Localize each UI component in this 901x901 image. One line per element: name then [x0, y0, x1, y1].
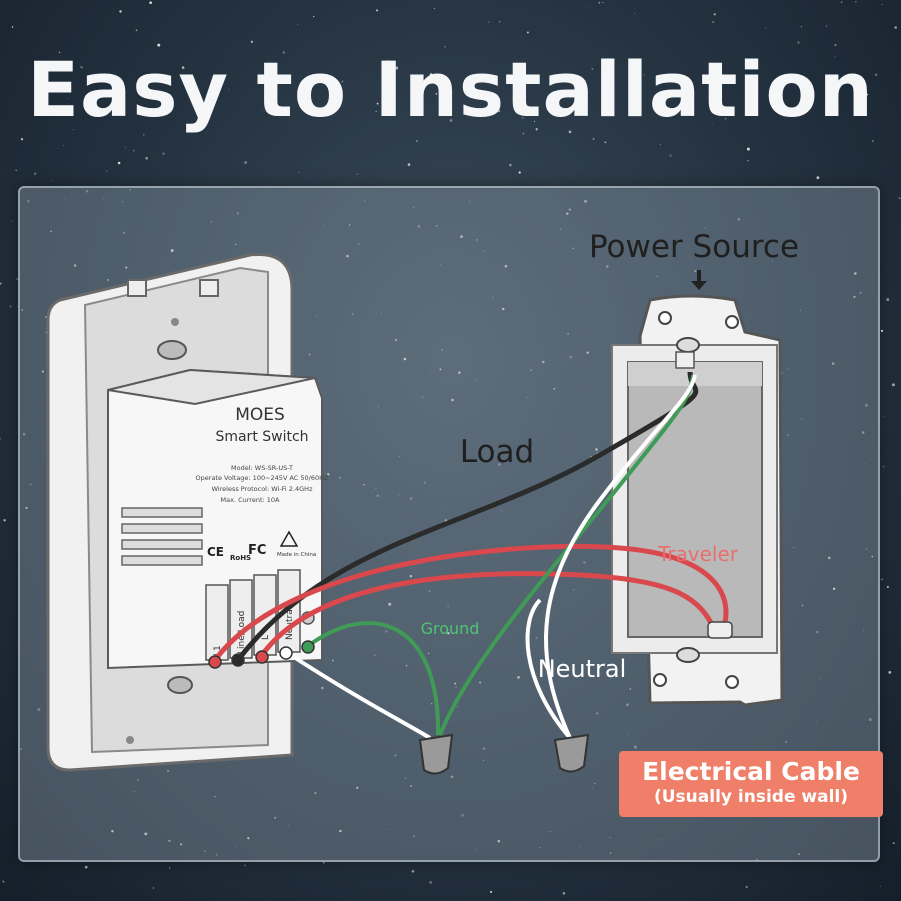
made-in-label: Made in China [277, 552, 316, 558]
switch-module [107, 368, 323, 670]
switch-name: Smart Switch [215, 429, 308, 445]
page-title: Easy to Installation [27, 45, 874, 134]
neutral-wire-loop [525, 598, 572, 740]
switch-spec-current: Max. Current: 10A [221, 496, 281, 504]
power-source-label: Power Source [589, 229, 799, 265]
neutral-wire-switch [284, 650, 432, 740]
arrow-down-icon [691, 270, 707, 290]
terminal-neutral-label: Neutral [285, 607, 295, 640]
ce-mark: CE [207, 545, 224, 559]
neutral-wire-box [544, 374, 697, 739]
switch-brand-logo: MOES [235, 405, 285, 425]
ground-wire-switch [306, 621, 441, 736]
neutral-label: Neutral [538, 655, 627, 683]
terminal-screws [208, 640, 315, 669]
switch-spec-protocol: Wireless Protocol: Wi-Fi 2.4GHz [212, 485, 314, 493]
switch-spec-voltage: Operate Voltage: 100~245V AC 50/60HZ [196, 474, 329, 482]
ground-wire-box [438, 374, 695, 736]
fc-mark: FC [248, 543, 266, 558]
terminal-l-label: L [261, 635, 271, 640]
traveler-label: Traveler [657, 542, 739, 566]
electrical-box [611, 294, 784, 707]
terminal-l1-label: L1 [213, 645, 223, 656]
cable-badge-title: Electrical Cable [642, 757, 860, 786]
warning-icon [279, 530, 299, 547]
wire-connector-right [707, 621, 733, 639]
ground-label: Ground [421, 619, 480, 638]
cable-badge-subtitle: (Usually inside wall) [653, 787, 848, 807]
wire-nut-right [553, 733, 590, 773]
load-label: Load [460, 434, 534, 470]
load-wire [236, 371, 699, 662]
rohs-mark: RoHS [230, 554, 251, 562]
electrical-cable-badge: Electrical Cable (Usually inside wall) [619, 751, 883, 817]
wire-nut-left [418, 733, 454, 775]
switch-spec-model: Model: WS-SR-US-T [231, 464, 293, 472]
